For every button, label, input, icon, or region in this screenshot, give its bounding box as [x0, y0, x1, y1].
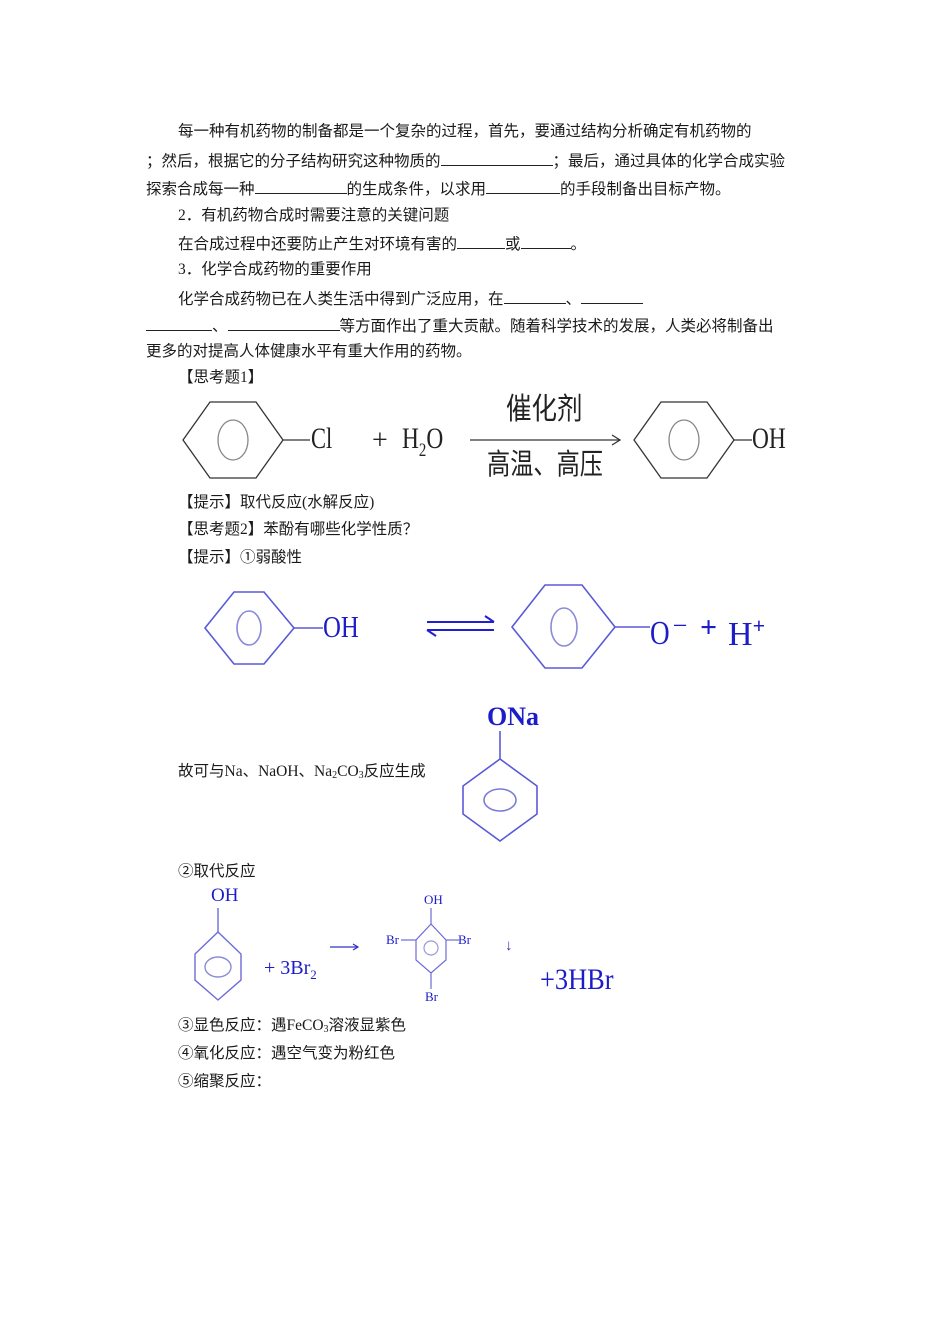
intro-paragraph-line-3: 探索合成每一种 的生成条件，以求用 的手段制备出目标产物。: [146, 178, 731, 200]
sodium-phenoxide-group: ONa: [487, 702, 539, 731]
intro-text: 的手段制备出目标产物。: [560, 181, 731, 198]
fill-blank[interactable]: [146, 315, 212, 331]
fill-blank[interactable]: [440, 150, 553, 166]
fill-blank[interactable]: [227, 315, 340, 331]
reaction-arrow-icon: [330, 943, 360, 951]
salt-text-b: CO: [337, 763, 359, 780]
proton-label: H+: [728, 606, 765, 655]
fill-blank[interactable]: [503, 288, 566, 304]
condensation-reaction-text: ⑤缩聚反应：: [178, 1073, 272, 1090]
section-3-heading: 3．化学合成药物的重要作用: [178, 261, 372, 278]
section-2-text-c: 。: [570, 236, 587, 253]
section-3-text: 、: [212, 318, 228, 335]
benzene-ring-icon: [203, 591, 323, 665]
reaction-arrow-icon: [470, 434, 622, 446]
phenol-ionization-equation: [203, 584, 650, 669]
salt-text-a: 故可与Na、NaOH、Na: [178, 763, 333, 780]
fill-blank[interactable]: [520, 233, 571, 249]
benzene-ring-icon: [462, 731, 538, 842]
bromine-right: Br: [458, 932, 471, 947]
bromine-left: Br: [386, 932, 399, 947]
water-subscript: 2: [418, 440, 427, 461]
phenoxide-label: O−: [650, 606, 687, 654]
tribromophenol-hydroxyl: OH: [424, 892, 443, 907]
section-3-text: 等方面作出了重大贡献。随着科学技术的发展，人类必将制备出: [339, 318, 774, 335]
hydrogen-label: H: [728, 616, 753, 653]
reagent-label: + 3Br: [264, 957, 311, 979]
catalyst-label: 催化剂: [506, 392, 583, 427]
negative-charge: −: [672, 611, 688, 640]
section-2-heading: 2．有机药物合成时需要注意的关键问题: [178, 207, 450, 224]
plus-sign: +: [372, 425, 388, 456]
benzene-ring-icon: [510, 584, 650, 669]
question-1-hint: 【提示】取代反应(水解反应): [178, 494, 375, 511]
subscript: 3: [358, 770, 364, 781]
section-3-line-2: 、 等方面作出了重大贡献。随着科学技术的发展，人类必将制备出: [146, 315, 774, 337]
hydroxyl-label: OH: [752, 422, 786, 455]
section-3-line-1: 化学合成药物已在人类生活中得到广泛应用，在 、: [178, 288, 644, 310]
chlorine-label: Cl: [311, 422, 333, 455]
fill-blank[interactable]: [457, 233, 506, 249]
hydroxyl-label: OH: [323, 609, 359, 644]
color-reaction-text: ③显色反应：遇FeCO3溶液显紫色: [178, 1016, 406, 1040]
intro-text: ；然后，根据它的分子结构研究这种物质的: [146, 153, 441, 170]
intro-paragraph-line-1: 每一种有机药物的制备都是一个复杂的过程，首先，要通过结构分析确定有机药物的: [178, 123, 752, 140]
section-3-line-3: 更多的对提高人体健康水平有重大作用的药物。: [146, 343, 472, 360]
water-formula: H2O: [402, 421, 443, 469]
question-2-hint: 【提示】①弱酸性: [178, 549, 303, 566]
bromination-equation: [194, 908, 459, 1001]
oxygen-label: O: [650, 615, 670, 652]
fill-blank[interactable]: [486, 178, 561, 194]
subscript: 2: [332, 770, 338, 781]
section-3-text: 化学合成药物已在人类生活中得到广泛应用，在: [178, 291, 504, 308]
intro-text: ；最后，通过具体的化学合成实验: [552, 153, 786, 170]
section-2-text-b: 或: [505, 236, 521, 253]
question-2-label: 【思考题2】苯酚有哪些化学性质？: [178, 521, 419, 538]
fill-blank[interactable]: [581, 288, 644, 304]
salt-formation-text: 故可与Na、NaOH、Na2CO3反应生成: [178, 762, 426, 786]
plus-sign: +: [700, 611, 718, 644]
question-1-label: 【思考题1】: [178, 369, 264, 386]
benzene-ring-icon: [194, 908, 242, 1001]
bromine-reagent: + 3Br2: [264, 956, 317, 987]
intro-text: 探索合成每一种: [146, 181, 255, 198]
benzene-ring-icon: [182, 401, 310, 479]
benzene-ring-icon: [633, 401, 752, 479]
precipitate-arrow-icon: ↓: [505, 938, 513, 954]
equilibrium-arrow-icon: [426, 615, 495, 637]
phenol-hydroxyl-label: OH: [211, 885, 239, 906]
color-reaction-a: ③显色反应：遇FeCO: [178, 1017, 324, 1034]
intro-paragraph-line-2: ；然后，根据它的分子结构研究这种物质的 ；最后，通过具体的化学合成实验: [146, 150, 785, 172]
section-3-text: 、: [565, 291, 582, 308]
water-o: O: [426, 422, 444, 455]
water-h: H: [402, 422, 419, 455]
subscript: 3: [323, 1024, 329, 1035]
color-reaction-b: 溶液显紫色: [328, 1017, 407, 1034]
tribromophenol-ring-icon: [401, 908, 459, 989]
fill-blank[interactable]: [254, 178, 347, 194]
substitution-label: ②取代反应: [178, 863, 256, 880]
section-2-text: 在合成过程中还要防止产生对环境有害的 或 。: [178, 233, 586, 255]
sodium-phenoxide-structure: [462, 731, 538, 842]
chlorobenzene-hydrolysis-equation: [182, 401, 752, 479]
subscript: 2: [310, 967, 317, 982]
conditions-label: 高温、高压: [487, 447, 604, 481]
section-2-text-a: 在合成过程中还要防止产生对环境有害的: [178, 236, 458, 253]
intro-text: 的生成条件，以求用: [346, 181, 487, 198]
bromine-bottom: Br: [425, 989, 438, 1004]
positive-charge: +: [752, 613, 766, 638]
oxidation-reaction-text: ④氧化反应：遇空气变为粉红色: [178, 1045, 396, 1062]
salt-text-c: 反应生成: [363, 763, 426, 780]
hydrogen-bromide-product: +3HBr: [540, 963, 614, 996]
